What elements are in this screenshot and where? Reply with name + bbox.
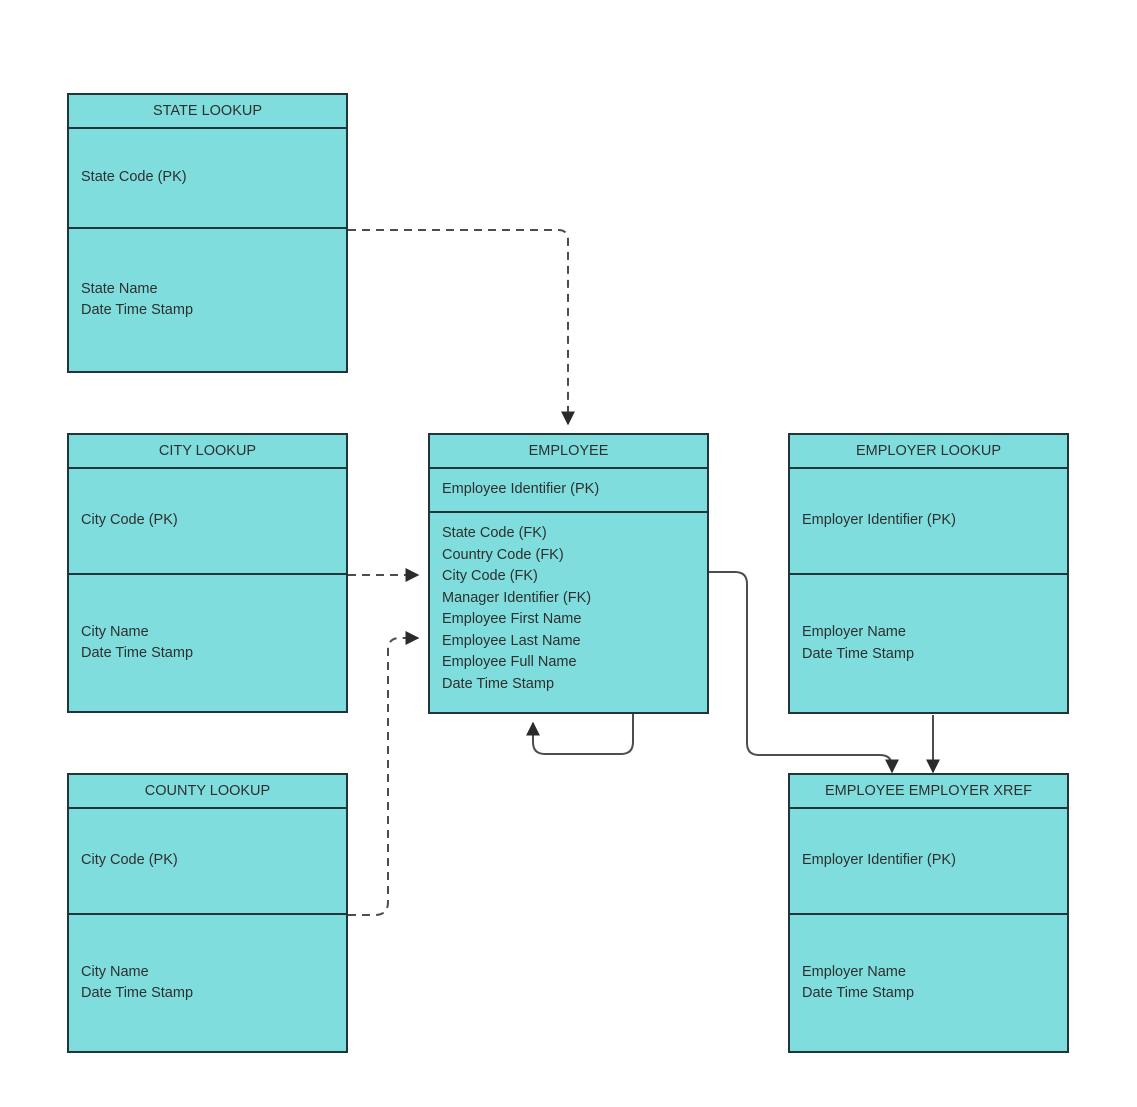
entity-attributes-city-lookup: City Name Date Time Stamp xyxy=(69,573,346,711)
entity-county-lookup[interactable]: COUNTY LOOKUP City Code (PK) City Name D… xyxy=(67,773,348,1053)
attribute: Employer Identifier (PK) xyxy=(802,512,956,529)
entity-attributes-employer-lookup: Employer Name Date Time Stamp xyxy=(790,573,1067,712)
entity-title-city-lookup: CITY LOOKUP xyxy=(69,435,346,469)
entity-title-employee: EMPLOYEE xyxy=(430,435,707,469)
attribute: Date Time Stamp xyxy=(442,675,555,692)
entity-attributes-employee-employer-xref: Employer Name Date Time Stamp xyxy=(790,913,1067,1051)
entity-keys-state-lookup: State Code (PK) xyxy=(69,129,346,227)
attribute: Employee Last Name xyxy=(442,632,581,649)
entity-keys-city-lookup: City Code (PK) xyxy=(69,469,346,573)
entity-title-county-lookup: COUNTY LOOKUP xyxy=(69,775,346,809)
connector-employee-self-reference xyxy=(526,714,634,755)
attribute: Employer Name xyxy=(802,963,906,980)
attribute: Country Code (FK) xyxy=(442,546,564,563)
entity-title-state-lookup: STATE LOOKUP xyxy=(69,95,346,129)
entity-attributes-state-lookup: State Name Date Time Stamp xyxy=(69,227,346,371)
entity-keys-employee: Employee Identifier (PK) xyxy=(430,469,707,511)
connector-county-lookup-to-employee xyxy=(348,631,420,916)
entity-employee[interactable]: EMPLOYEE Employee Identifier (PK) State … xyxy=(428,433,709,714)
connector-state-lookup-to-employee xyxy=(348,229,575,426)
entity-attributes-county-lookup: City Name Date Time Stamp xyxy=(69,913,346,1051)
entity-title-employee-employer-xref: EMPLOYEE EMPLOYER XREF xyxy=(790,775,1067,809)
entity-employee-employer-xref[interactable]: EMPLOYEE EMPLOYER XREF Employer Identifi… xyxy=(788,773,1069,1053)
attribute: State Code (FK) xyxy=(442,525,547,541)
attribute: Date Time Stamp xyxy=(802,985,915,1001)
attribute: Employee Identifier (PK) xyxy=(442,481,600,498)
attribute: City Code (FK) xyxy=(442,568,538,584)
attribute: Date Time Stamp xyxy=(81,302,194,318)
entity-state-lookup[interactable]: STATE LOOKUP State Code (PK) State Name … xyxy=(67,93,348,373)
entity-city-lookup[interactable]: CITY LOOKUP City Code (PK) City Name Dat… xyxy=(67,433,348,713)
attribute: Date Time Stamp xyxy=(81,645,194,661)
entity-keys-county-lookup: City Code (PK) xyxy=(69,809,346,913)
attribute: Employee Full Name xyxy=(442,654,577,670)
attribute: Employer Identifier (PK) xyxy=(802,852,956,869)
entity-title-employer-lookup: EMPLOYER LOOKUP xyxy=(790,435,1067,469)
attribute: City Code (PK) xyxy=(81,852,178,869)
attribute: Date Time Stamp xyxy=(802,645,915,662)
entity-keys-employee-employer-xref: Employer Identifier (PK) xyxy=(790,809,1067,913)
entity-keys-employer-lookup: Employer Identifier (PK) xyxy=(790,469,1067,573)
attribute: Employer Name xyxy=(802,624,906,640)
attribute: City Name xyxy=(81,963,149,980)
attribute: City Code (PK) xyxy=(81,512,178,529)
attribute: State Name xyxy=(81,280,158,297)
attribute: Employee First Name xyxy=(442,611,582,627)
attribute: Manager Identifier (FK) xyxy=(442,589,592,606)
attribute: City Name xyxy=(81,623,149,640)
attribute: State Code (PK) xyxy=(81,169,187,186)
attribute: Date Time Stamp xyxy=(81,985,194,1001)
entity-attributes-employee: State Code (FK) Country Code (FK) City C… xyxy=(430,511,707,712)
entity-employer-lookup[interactable]: EMPLOYER LOOKUP Employer Identifier (PK)… xyxy=(788,433,1069,714)
